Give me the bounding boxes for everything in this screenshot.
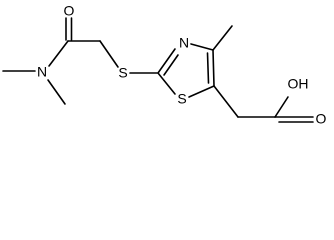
bond-ring-methyl	[212, 25, 233, 51]
atom-thioether-sulfur: S	[118, 65, 127, 81]
atom-labels: O N S N S OH O	[37, 3, 327, 127]
bond-carbonyl-nitrogen	[48, 40, 69, 67]
atom-acid-hydroxyl: OH	[288, 76, 309, 92]
atom-amine-nitrogen: N	[37, 64, 47, 80]
bonds	[2, 17, 314, 123]
bond-nitrogen-methyl-down	[47, 79, 66, 105]
atom-amide-oxygen: O	[64, 3, 75, 19]
bond-methylene-sulfur	[99, 40, 119, 68]
bond-c4-c5-b	[206, 52, 210, 84]
bond-c2-n3-b	[163, 54, 179, 76]
bond-ring-methylene	[213, 85, 239, 118]
chemical-structure-diagram: O N S N S OH O	[2, 3, 327, 127]
bond-s1-c2	[157, 72, 176, 95]
bond-c2-n3-a	[157, 48, 176, 74]
atom-ring-sulfur: S	[177, 91, 186, 107]
bond-c5-s1	[188, 85, 215, 98]
atom-ring-nitrogen: N	[179, 35, 189, 51]
bond-carboxyl-hydroxyl	[274, 96, 289, 118]
atom-acid-oxygen: O	[316, 111, 327, 127]
bond-n3-c4	[190, 43, 214, 51]
bond-c4-c5-a	[212, 49, 215, 87]
